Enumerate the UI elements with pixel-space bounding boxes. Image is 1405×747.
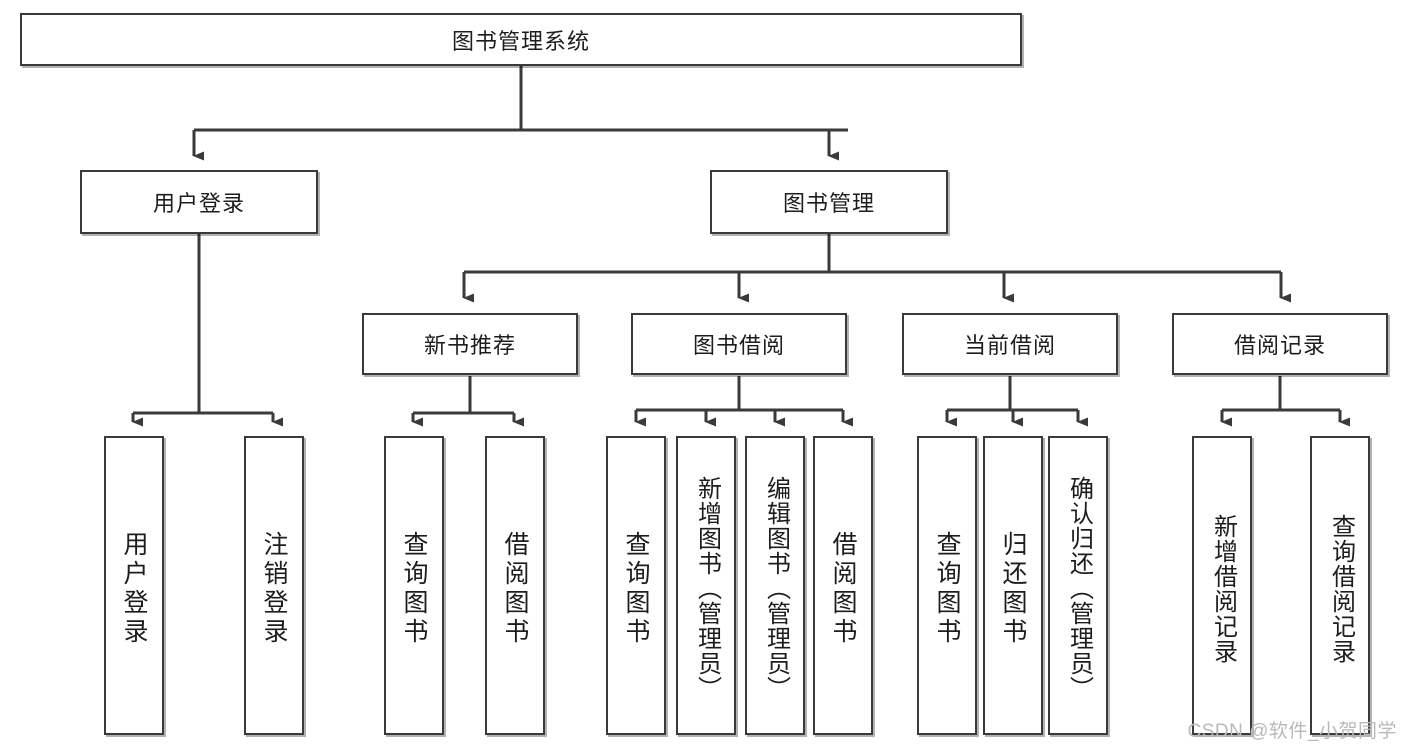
leaf-query-book-2[interactable]: 查询图书 [606, 436, 666, 735]
node-new-book-recommend[interactable]: 新书推荐 [362, 313, 578, 375]
leaf-borrow-book-1-label: 借阅图书 [501, 530, 529, 647]
csdn-watermark: CSDN @软件_小贺同学 [1187, 721, 1397, 742]
leaf-add-record[interactable]: 新增借阅记录 [1192, 436, 1252, 735]
leaf-user-logout-label: 注销登录 [260, 530, 288, 647]
leaf-query-record-label: 查询借阅记录 [1327, 513, 1355, 664]
leaf-query-book-2-label: 查询图书 [622, 530, 650, 647]
node-root[interactable]: 图书管理系统 [20, 13, 1022, 66]
leaf-edit-book-label: 编辑图书（管理员） [762, 476, 790, 701]
node-book-manage-label: 图书管理 [782, 191, 875, 216]
leaf-query-book-1-label: 查询图书 [400, 530, 428, 647]
node-current-borrow[interactable]: 当前借阅 [902, 313, 1118, 375]
leaf-user-logout[interactable]: 注销登录 [244, 436, 304, 735]
leaf-query-book-3-label: 查询图书 [933, 530, 961, 647]
leaf-borrow-book-2[interactable]: 借阅图书 [813, 436, 873, 735]
leaf-confirm-return[interactable]: 确认归还（管理员） [1048, 436, 1108, 735]
leaf-add-book[interactable]: 新增图书（管理员） [676, 436, 736, 735]
node-new-book-recommend-label: 新书推荐 [423, 333, 516, 358]
leaf-return-book[interactable]: 归还图书 [983, 436, 1043, 735]
node-current-borrow-label: 当前借阅 [963, 333, 1056, 358]
leaf-confirm-return-label: 确认归还（管理员） [1065, 476, 1093, 701]
leaf-query-book-3[interactable]: 查询图书 [917, 436, 977, 735]
node-user-login-label: 用户登录 [152, 191, 245, 216]
leaf-add-book-label: 新增图书（管理员） [693, 476, 721, 701]
node-borrow-record[interactable]: 借阅记录 [1172, 313, 1388, 375]
node-book-borrow-label: 图书借阅 [692, 333, 785, 358]
leaf-user-login-label: 用户登录 [120, 530, 148, 647]
leaf-query-book-1[interactable]: 查询图书 [384, 436, 444, 735]
leaf-borrow-book-2-label: 借阅图书 [829, 530, 857, 647]
node-book-borrow[interactable]: 图书借阅 [631, 313, 847, 375]
node-borrow-record-label: 借阅记录 [1233, 333, 1326, 358]
node-root-label: 图书管理系统 [451, 28, 590, 54]
node-user-login[interactable]: 用户登录 [80, 170, 318, 234]
leaf-user-login[interactable]: 用户登录 [104, 436, 164, 735]
leaf-query-record[interactable]: 查询借阅记录 [1310, 436, 1370, 735]
leaf-add-record-label: 新增借阅记录 [1209, 513, 1237, 664]
leaf-borrow-book-1[interactable]: 借阅图书 [485, 436, 545, 735]
leaf-edit-book[interactable]: 编辑图书（管理员） [745, 436, 805, 735]
leaf-return-book-label: 归还图书 [999, 530, 1027, 647]
node-book-manage[interactable]: 图书管理 [710, 170, 948, 234]
